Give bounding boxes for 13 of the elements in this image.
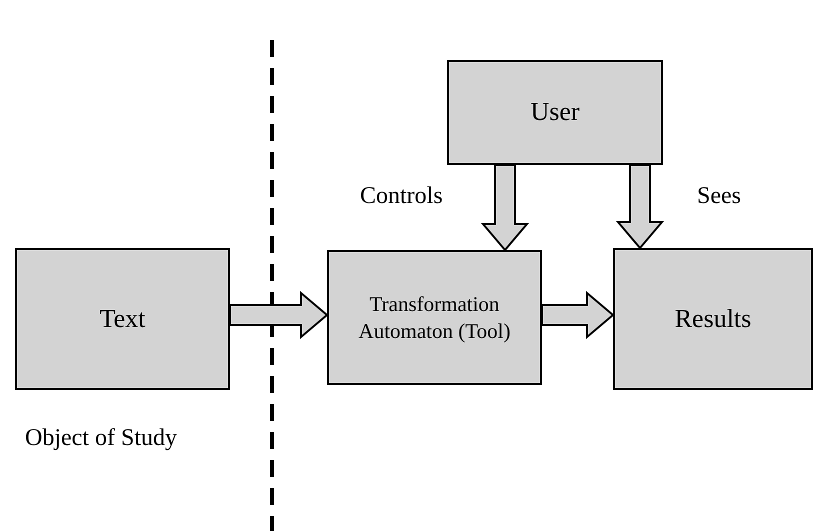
- box-label: Text: [100, 302, 146, 335]
- block-arrow: [541, 290, 615, 340]
- process-box: [447, 60, 663, 165]
- process-box: [613, 248, 813, 390]
- block-arrow: [480, 164, 530, 252]
- process-box: [327, 250, 542, 385]
- block-arrow: [616, 164, 664, 250]
- box-label: User: [530, 96, 580, 128]
- region-label: Object of Study: [25, 425, 177, 452]
- box-label: Results: [674, 302, 752, 335]
- block-arrow: [229, 290, 329, 340]
- process-box: [15, 248, 230, 390]
- box-label: Transformation Automaton (Tool): [358, 291, 512, 344]
